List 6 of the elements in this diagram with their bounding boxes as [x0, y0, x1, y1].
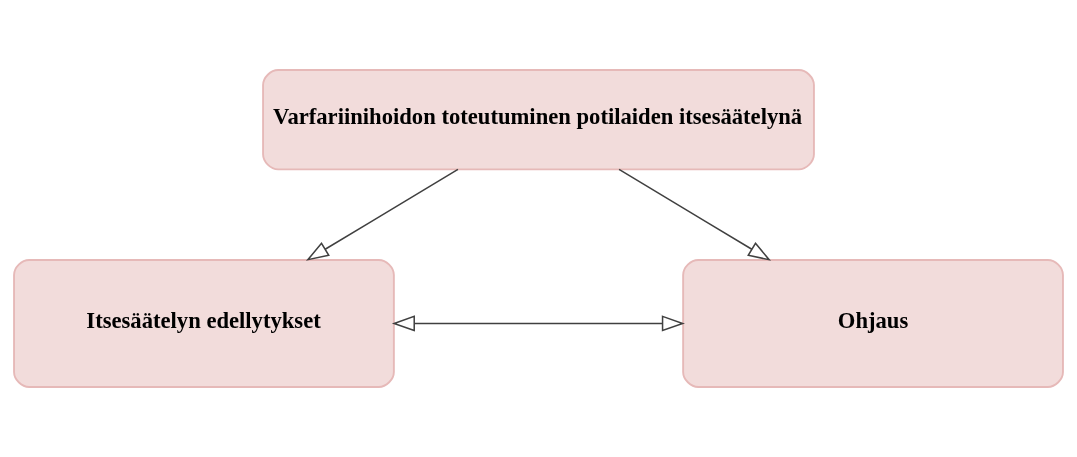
arrow	[618, 168, 772, 261]
node-box: Varfariinihoidon toteutuminen potilaiden itsesäätelynä	[262, 69, 815, 171]
node-box: Itsesäätelyn edellytykset	[13, 259, 395, 388]
arrow	[391, 315, 685, 332]
arrow	[305, 168, 459, 261]
node-box: Ohjaus	[682, 259, 1064, 388]
